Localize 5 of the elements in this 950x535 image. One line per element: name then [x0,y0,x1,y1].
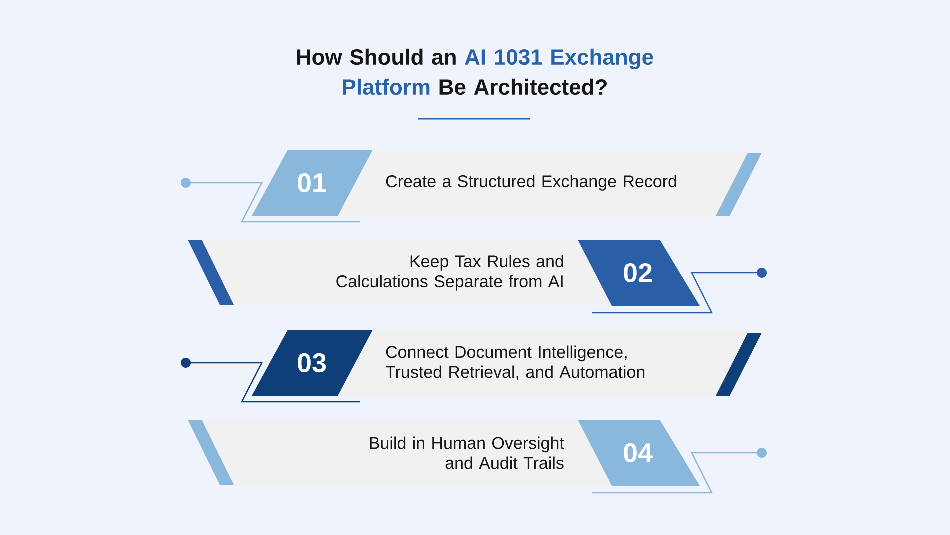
step-banner: 01 Create a Structured Exchange Record [252,150,762,216]
step-banner: Build in Human Oversight and Audit Trails 04 [188,420,700,486]
step-banner: 03 Connect Document Intelligence, Trusted Retrieval, and Automation [252,330,762,396]
title: How Should an AI 1031 Exchange Platform Be Architected? [297,48,654,96]
step-banner: Keep Tax Rules and Calculations Separate from AI 02 [188,240,700,306]
